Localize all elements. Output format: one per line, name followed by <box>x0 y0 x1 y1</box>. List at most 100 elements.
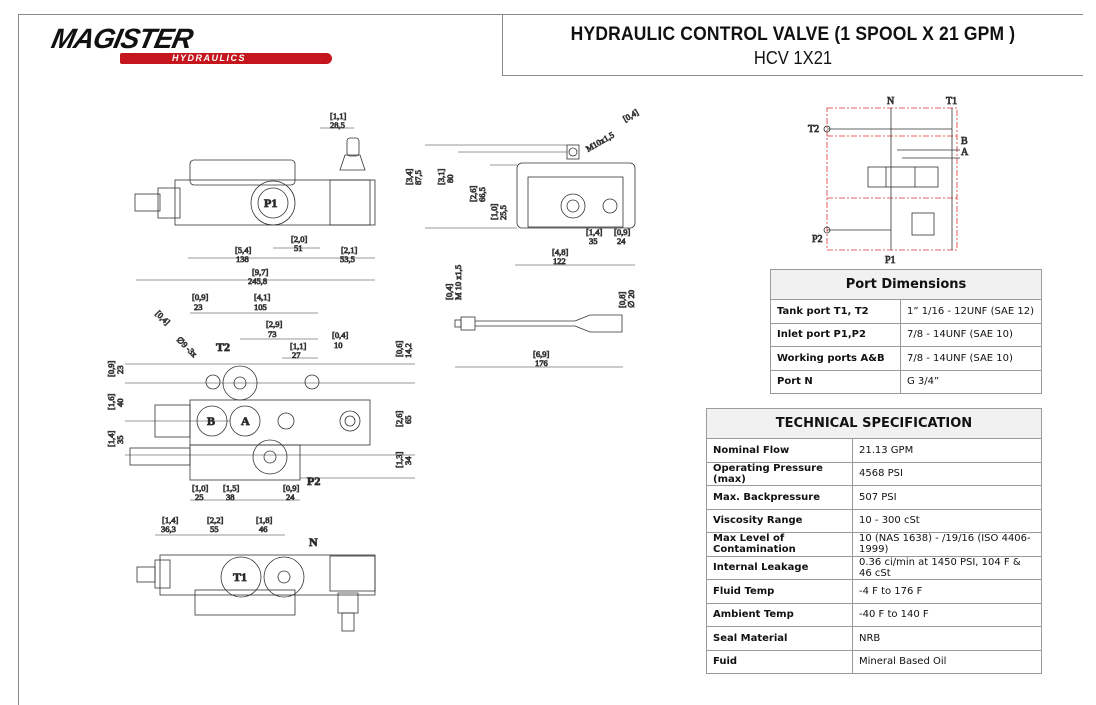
dim-in: [2,6] <box>394 411 404 427</box>
dim-mm: 10 <box>334 340 343 350</box>
table-row: Ambient Temp-40 F to 140 F <box>706 602 1042 627</box>
row-label: Internal Leakage <box>706 555 853 580</box>
port-label-t2: T2 <box>216 340 230 354</box>
dim-in: [0,6] <box>394 341 404 357</box>
dim-mm: 25 <box>195 492 204 502</box>
dim-mm: 66,5 <box>477 187 487 202</box>
dim-in: [0,4] <box>332 330 348 340</box>
row-label: Max. Backpressure <box>706 485 853 510</box>
row-value: 1” 1/16 - 12UNF (SAE 12) <box>900 299 1042 324</box>
dim-mm: ∅ 20 <box>626 290 636 308</box>
port-label-t1: T1 <box>233 570 247 584</box>
dim-in: [0,9] <box>192 292 208 302</box>
dim-in: [2,2] <box>207 515 223 525</box>
dim-in: [1,1] <box>290 341 306 351</box>
dim-in: [1,6] <box>106 394 116 410</box>
dim-mm: 138 <box>236 254 249 264</box>
dim-in: [0,4] <box>444 284 454 300</box>
dim-in: [2,9] <box>266 319 282 329</box>
dim-in: [2,1] <box>341 245 357 255</box>
end-view <box>425 144 636 266</box>
row-label: Working ports A&B <box>770 346 901 371</box>
logo-sub: HYDRAULICS <box>172 53 247 63</box>
dim-mm: 40 <box>115 399 125 408</box>
schematic-label-n: N <box>887 96 894 107</box>
dim-mm: 73 <box>268 329 277 339</box>
port-label-p1: P1 <box>264 196 277 210</box>
row-label: Viscosity Range <box>706 508 853 533</box>
dim-in: [1,4] <box>162 515 178 525</box>
dim-in: [1,4] <box>586 227 602 237</box>
dim-in: [1,4] <box>106 431 116 447</box>
dim-in: [4,1] <box>254 292 270 302</box>
dim-in: [1,3] <box>394 452 404 468</box>
front-view <box>125 312 415 501</box>
row-value: 10 (NAS 1638) - /19/16 (ISO 4406-1999) <box>852 532 1042 557</box>
port-label-n: N <box>309 535 318 549</box>
row-value: 10 - 300 cSt <box>852 508 1042 533</box>
bottom-view-port-labels: T1 N <box>233 535 319 585</box>
dim-in: [2,0] <box>291 234 307 244</box>
row-label: Nominal Flow <box>706 438 853 463</box>
bottom-view <box>136 534 376 632</box>
technical-specification-title: TECHNICAL SPECIFICATION <box>706 408 1042 439</box>
row-label: Fluid Temp <box>706 579 853 604</box>
dim-in: [5,4] <box>235 245 251 255</box>
side-view <box>134 127 376 281</box>
row-label: Port N <box>770 369 901 394</box>
table-row: Operating Pressure (max)4568 PSI <box>706 461 1042 486</box>
dim-mm: 28,5 <box>330 120 345 130</box>
schematic-label-b: B <box>961 136 968 147</box>
dim-in: [0,4] <box>154 308 173 327</box>
dim-in: [0,9] <box>106 361 116 377</box>
dim-mm: 105 <box>254 302 267 312</box>
port-dimensions-title: Port Dimensions <box>770 269 1042 300</box>
dim-mm: 46 <box>259 524 268 534</box>
side-view-dimensions: [1,1] 28,5 [2,0] 51 [5,4] 138 [2,1] 53,5… <box>235 111 358 287</box>
bottom-view-dimensions: [1,4] 36,3 [2,2] 55 [1,8] 46 <box>161 515 273 535</box>
logo-red-bar <box>120 53 332 64</box>
row-value: G 3/4” <box>900 369 1042 394</box>
row-value: 7/8 - 14UNF (SAE 10) <box>900 346 1042 371</box>
schematic-label-p2: P2 <box>812 234 823 245</box>
row-label: Max Level of Contamination <box>706 532 853 557</box>
port-label-p2: P2 <box>307 474 320 488</box>
dim-mm: 87,5 <box>413 170 423 185</box>
row-value: -4 F to 176 F <box>852 579 1042 604</box>
lever-handle <box>454 314 623 368</box>
dim-mm: 65 <box>403 416 413 425</box>
dim-mm: M10x1,5 <box>584 130 616 154</box>
dim-mm: 23 <box>115 366 125 375</box>
row-value: 4568 PSI <box>852 461 1042 486</box>
dim-in: [2,6] <box>468 186 478 202</box>
dim-mm: 80 <box>445 175 455 184</box>
schematic-label-a: A <box>961 147 969 158</box>
schematic-labels: N T1 T2 B A P2 P1 <box>808 96 970 267</box>
schematic-label-p1: P1 <box>885 255 896 266</box>
dim-in: [0,9] <box>614 227 630 237</box>
row-label: Operating Pressure (max) <box>706 461 853 486</box>
port-label-a: A <box>241 414 250 428</box>
dim-mm: ∅9 -3x <box>175 334 200 359</box>
dim-in: [0,4] <box>621 107 640 124</box>
dim-in: [4,8] <box>552 247 568 257</box>
schematic-label-t1: T1 <box>946 96 957 107</box>
dim-mm: 38 <box>226 492 235 502</box>
table-row: Fluid Temp-4 F to 176 F <box>706 579 1042 604</box>
row-value: NRB <box>852 626 1042 651</box>
row-label: Inlet port P1,P2 <box>770 322 901 347</box>
row-value: 21.13 GPM <box>852 438 1042 463</box>
dim-in: [0,9] <box>283 483 299 493</box>
row-value: -40 F to 140 F <box>852 602 1042 627</box>
dim-in: [1,0] <box>192 483 208 493</box>
dim-mm: 24 <box>617 236 626 246</box>
end-view-dimensions: [0,4] M10x1,5 [3,4] 87,5 [3,1] 80 [2,6] … <box>404 106 641 266</box>
